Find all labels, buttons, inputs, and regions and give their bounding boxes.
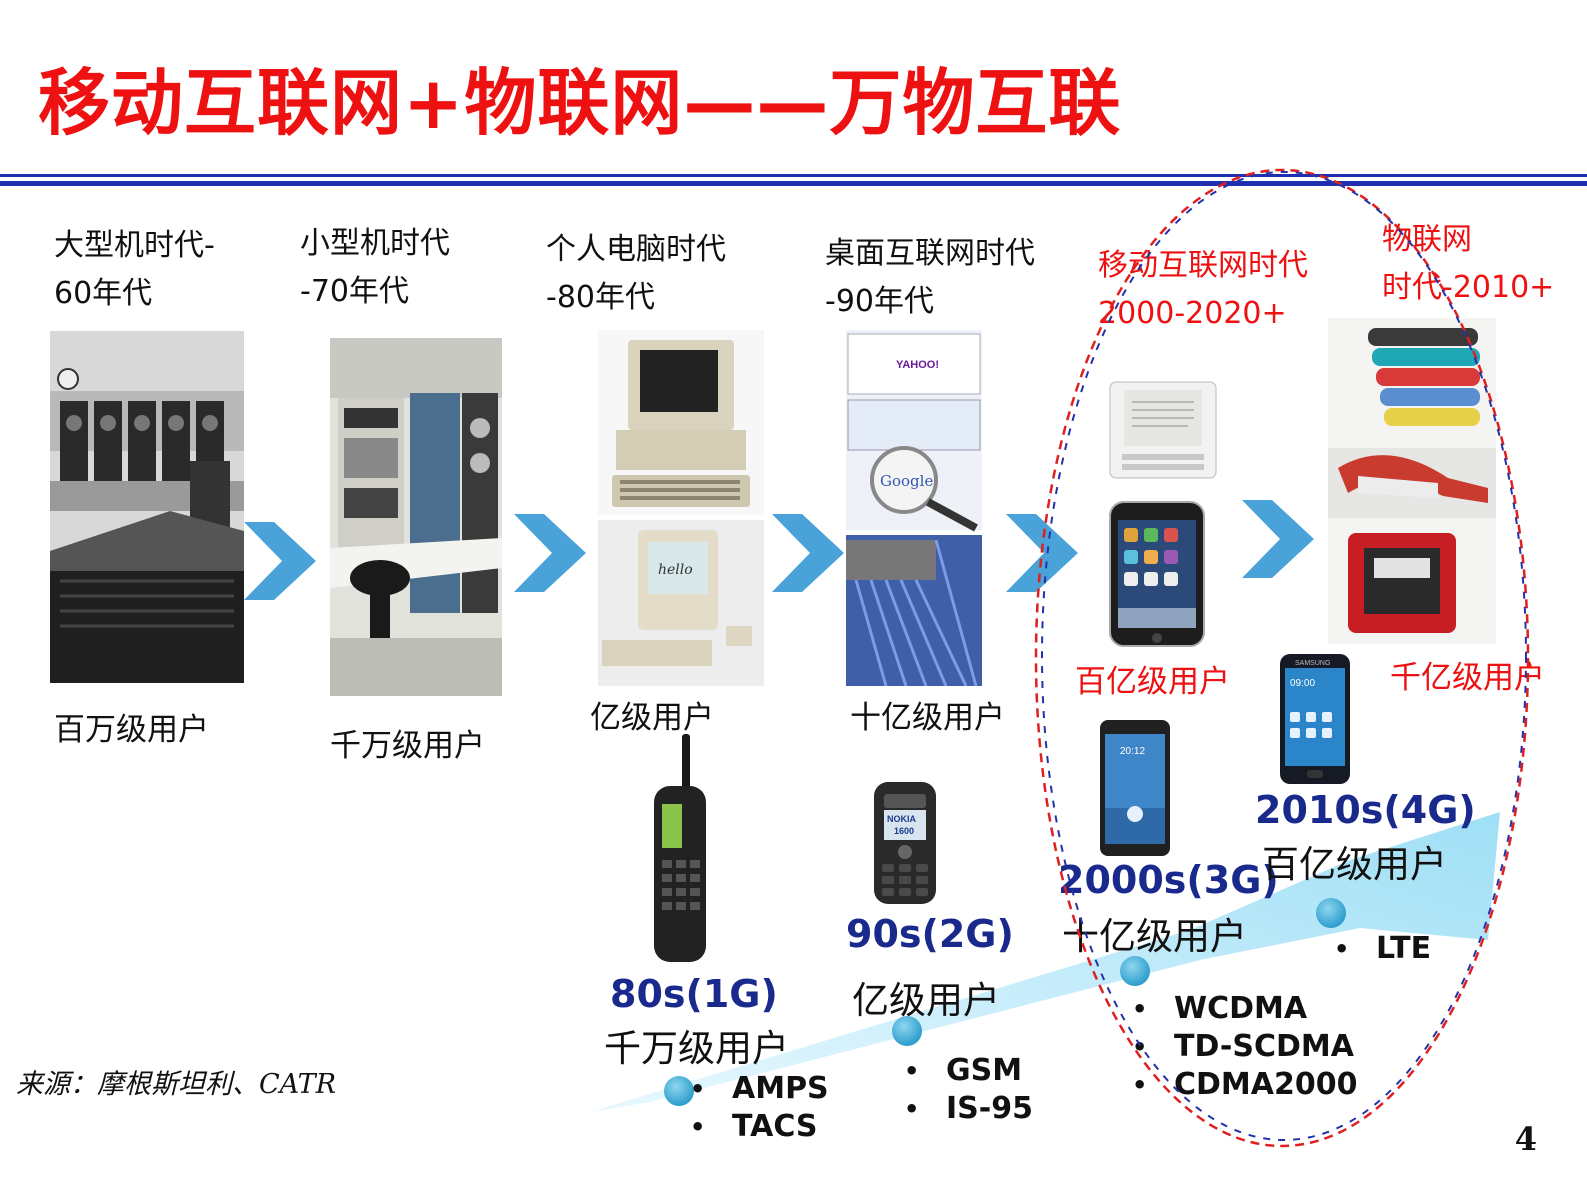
era-mainframe-users: 百万级用户 bbox=[54, 712, 209, 748]
gen-1g-dot bbox=[664, 1076, 694, 1106]
era-minicomputer-users: 千万级用户 bbox=[330, 728, 485, 764]
google-logo-text: Google bbox=[880, 472, 933, 490]
nokia-phone-image: NOKIA 1600 bbox=[874, 782, 936, 904]
brick-phone-image bbox=[654, 734, 706, 962]
gen-1g-users: 千万级用户 bbox=[604, 1027, 789, 1070]
3g-phone-time-text: 20:12 bbox=[1120, 746, 1145, 757]
era-mobile-internet-users: 百亿级用户 bbox=[1075, 664, 1230, 700]
smartphone-photo bbox=[1108, 500, 1206, 648]
era-desktop-internet-label: 桌面互联网时代 -90年代 bbox=[825, 230, 1035, 326]
mainframe-photo bbox=[50, 331, 244, 683]
tech-item: •TD-SCDMA bbox=[1132, 1029, 1354, 1064]
page-number: 4 bbox=[1514, 1120, 1537, 1158]
gen-4g-dot bbox=[1316, 898, 1346, 928]
4g-smartphone-image: SAMSUNG 09:00 bbox=[1280, 654, 1350, 784]
3g-smartphone-image: 20:12 bbox=[1100, 720, 1170, 856]
era-iot-users: 千亿级用户 bbox=[1390, 660, 1545, 696]
era-desktop-internet-users: 十亿级用户 bbox=[850, 700, 1005, 736]
era-mainframe-line2: 60年代 bbox=[54, 276, 153, 311]
arrow-chevron-icon-4 bbox=[1006, 514, 1078, 592]
era-iot-line1: 物联网 bbox=[1382, 222, 1472, 257]
era-minicomputer-line1: 小型机时代 bbox=[300, 226, 450, 261]
arrow-chevron-icon-5 bbox=[1242, 500, 1314, 578]
tech-item: •WCDMA bbox=[1132, 991, 1308, 1026]
tech-item: •TACS bbox=[690, 1109, 818, 1144]
desktop-internet-photo: YAHOO! Google bbox=[846, 330, 982, 686]
era-minicomputer-line2: -70年代 bbox=[300, 274, 409, 309]
era-iot-line2: 时代-2010+ bbox=[1382, 270, 1555, 305]
era-pc-line1: 个人电脑时代 bbox=[546, 232, 726, 267]
era-mobile-internet-label: 移动互联网时代 2000-2020+ bbox=[1098, 242, 1308, 338]
era-mobile-internet-line1: 移动互联网时代 bbox=[1098, 248, 1308, 283]
gen-2g-users: 亿级用户 bbox=[852, 979, 1000, 1022]
arrow-chevron-icon-3 bbox=[772, 514, 844, 592]
gen-2g-dot bbox=[892, 1016, 922, 1046]
source-note: 来源：摩根斯坦利、CATR bbox=[16, 1069, 337, 1100]
slide-title: 移动互联网+物联网——万物互联 bbox=[38, 61, 1122, 145]
tech-item: •IS-95 bbox=[904, 1091, 1033, 1126]
title-rule-bottom bbox=[0, 181, 1587, 186]
gen-2g-label: 90s(2G) bbox=[846, 912, 1014, 956]
iot-wearables-photo bbox=[1328, 318, 1496, 644]
ereader-photo bbox=[1108, 380, 1218, 480]
minicomputer-photo bbox=[330, 338, 502, 696]
era-minicomputer-label: 小型机时代 -70年代 bbox=[300, 220, 450, 316]
arrow-chevron-icon-1 bbox=[244, 522, 316, 600]
era-desktop-internet-line1: 桌面互联网时代 bbox=[825, 236, 1035, 271]
mac-hello-text: hello bbox=[658, 562, 693, 578]
title-rule-top bbox=[0, 174, 1587, 177]
4g-phone-brand-text: SAMSUNG bbox=[1295, 660, 1330, 667]
gen-1g-tech-list: •AMPS •TACS bbox=[690, 1070, 829, 1146]
tech-item: •AMPS bbox=[690, 1071, 829, 1106]
gen-3g-users: 十亿级用户 bbox=[1062, 915, 1247, 958]
arrow-chevron-icon-2 bbox=[514, 514, 586, 592]
gen-1g-label: 80s(1G) bbox=[610, 972, 778, 1016]
era-mobile-internet-line2: 2000-2020+ bbox=[1098, 296, 1287, 331]
tech-item: •GSM bbox=[904, 1053, 1023, 1088]
gen-4g-users: 百亿级用户 bbox=[1262, 843, 1447, 886]
era-iot-label: 物联网 时代-2010+ bbox=[1382, 216, 1554, 312]
pc-photo: hello bbox=[598, 330, 764, 686]
tech-item: •CDMA2000 bbox=[1132, 1067, 1358, 1102]
nokia-model-text: 1600 bbox=[894, 826, 914, 836]
yahoo-logo-text: YAHOO! bbox=[896, 359, 939, 371]
gen-4g-tech-list: •LTE bbox=[1334, 930, 1431, 968]
4g-phone-time-text: 09:00 bbox=[1290, 678, 1315, 689]
gen-3g-dot bbox=[1120, 956, 1150, 986]
era-mainframe-label: 大型机时代- 60年代 bbox=[54, 222, 215, 318]
era-pc-label: 个人电脑时代 -80年代 bbox=[546, 226, 726, 322]
era-pc-users: 亿级用户 bbox=[590, 700, 714, 736]
nokia-brand-text: NOKIA bbox=[887, 814, 917, 824]
tech-item: •LTE bbox=[1334, 931, 1432, 966]
era-desktop-internet-line2: -90年代 bbox=[825, 284, 934, 319]
era-mainframe-line1: 大型机时代- bbox=[54, 228, 215, 263]
gen-3g-tech-list: •WCDMA •TD-SCDMA •CDMA2000 bbox=[1132, 990, 1358, 1104]
gen-4g-label: 2010s(4G) bbox=[1255, 788, 1476, 832]
gen-2g-tech-list: •GSM •IS-95 bbox=[904, 1052, 1033, 1128]
era-pc-line2: -80年代 bbox=[546, 280, 655, 315]
gen-3g-label: 2000s(3G) bbox=[1058, 858, 1279, 902]
